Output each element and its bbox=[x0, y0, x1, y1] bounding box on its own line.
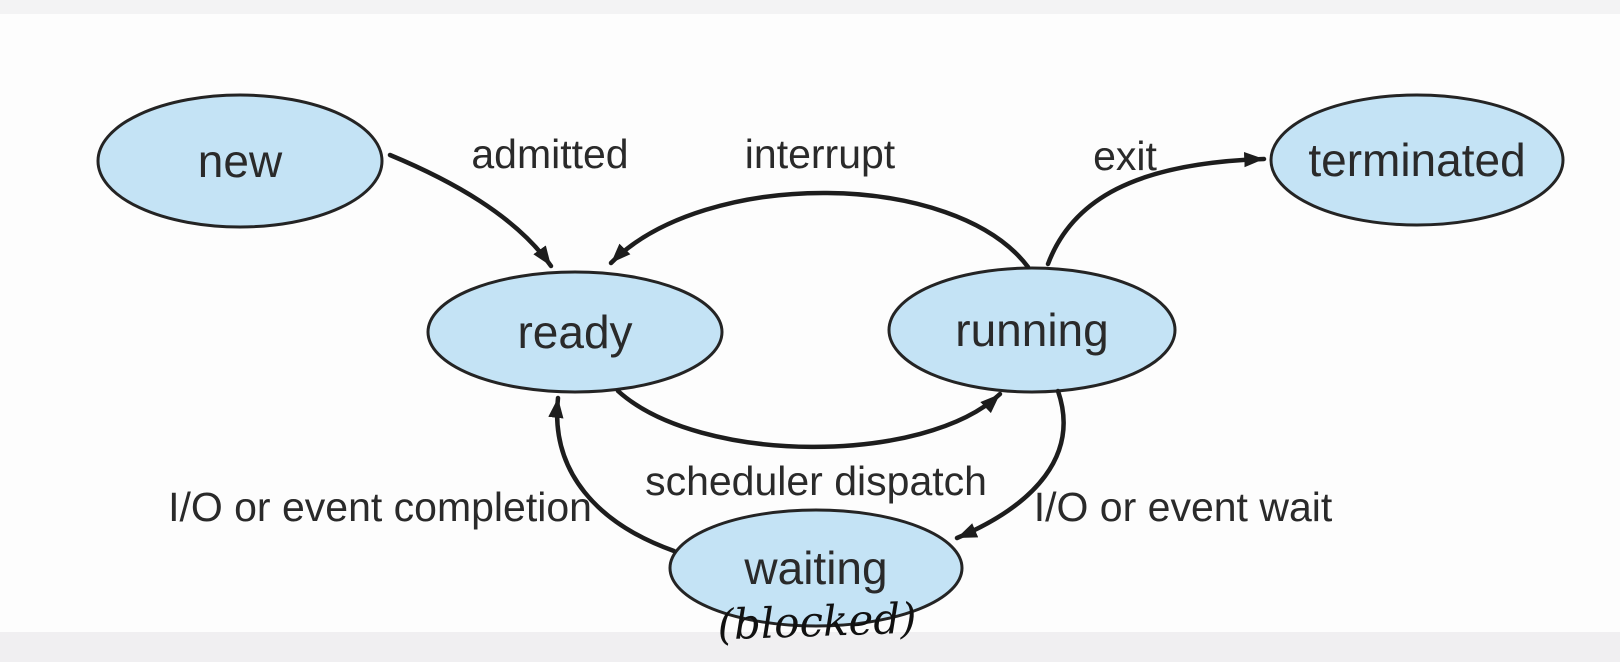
transition-label-interrupt: interrupt bbox=[745, 131, 896, 177]
transition-label-io-event-wait: I/O or event wait bbox=[1034, 484, 1333, 530]
state-label-ready: ready bbox=[517, 306, 632, 358]
state-ellipse-ready bbox=[426, 270, 724, 394]
arrow-io-event-completion-waiting-to-ready bbox=[548, 395, 677, 554]
state-ellipse-terminated bbox=[1269, 93, 1565, 227]
state-label-terminated: terminated bbox=[1308, 134, 1525, 186]
blocked-annotation: (blocked) bbox=[717, 594, 918, 650]
arrow-exit-running-to-terminated bbox=[1045, 151, 1267, 267]
transition-label-scheduler-dispatch: scheduler dispatch bbox=[645, 458, 987, 504]
state-node-new: new bbox=[96, 93, 384, 229]
state-nodes: new ready running terminated waiting bbox=[96, 93, 1565, 628]
arrow-admitted-new-to-ready bbox=[387, 152, 554, 269]
transition-label-io-event-completion: I/O or event completion bbox=[168, 484, 592, 530]
arrow-scheduler-dispatch-ready-to-running bbox=[615, 388, 1003, 450]
state-ellipse-waiting bbox=[668, 508, 964, 628]
background-bottom-strip bbox=[0, 632, 1620, 662]
state-label-new: new bbox=[198, 135, 283, 187]
background-top-strip bbox=[0, 0, 1620, 14]
transition-labels: admitted interrupt exit scheduler dispat… bbox=[168, 131, 1333, 530]
transition-label-admitted: admitted bbox=[471, 131, 628, 177]
state-label-waiting: waiting bbox=[743, 542, 887, 594]
state-node-ready: ready bbox=[426, 270, 724, 394]
transition-label-exit: exit bbox=[1093, 133, 1157, 179]
arrow-io-event-wait-running-to-waiting bbox=[954, 388, 1066, 541]
arrow-interrupt-running-to-ready bbox=[608, 190, 1031, 270]
state-node-terminated: terminated bbox=[1269, 93, 1565, 227]
transition-arrows bbox=[387, 151, 1267, 554]
state-ellipse-running bbox=[887, 266, 1177, 394]
state-node-running: running bbox=[887, 266, 1177, 394]
state-node-waiting: waiting bbox=[668, 508, 964, 628]
state-ellipse-new bbox=[96, 93, 384, 229]
state-label-running: running bbox=[955, 304, 1108, 356]
